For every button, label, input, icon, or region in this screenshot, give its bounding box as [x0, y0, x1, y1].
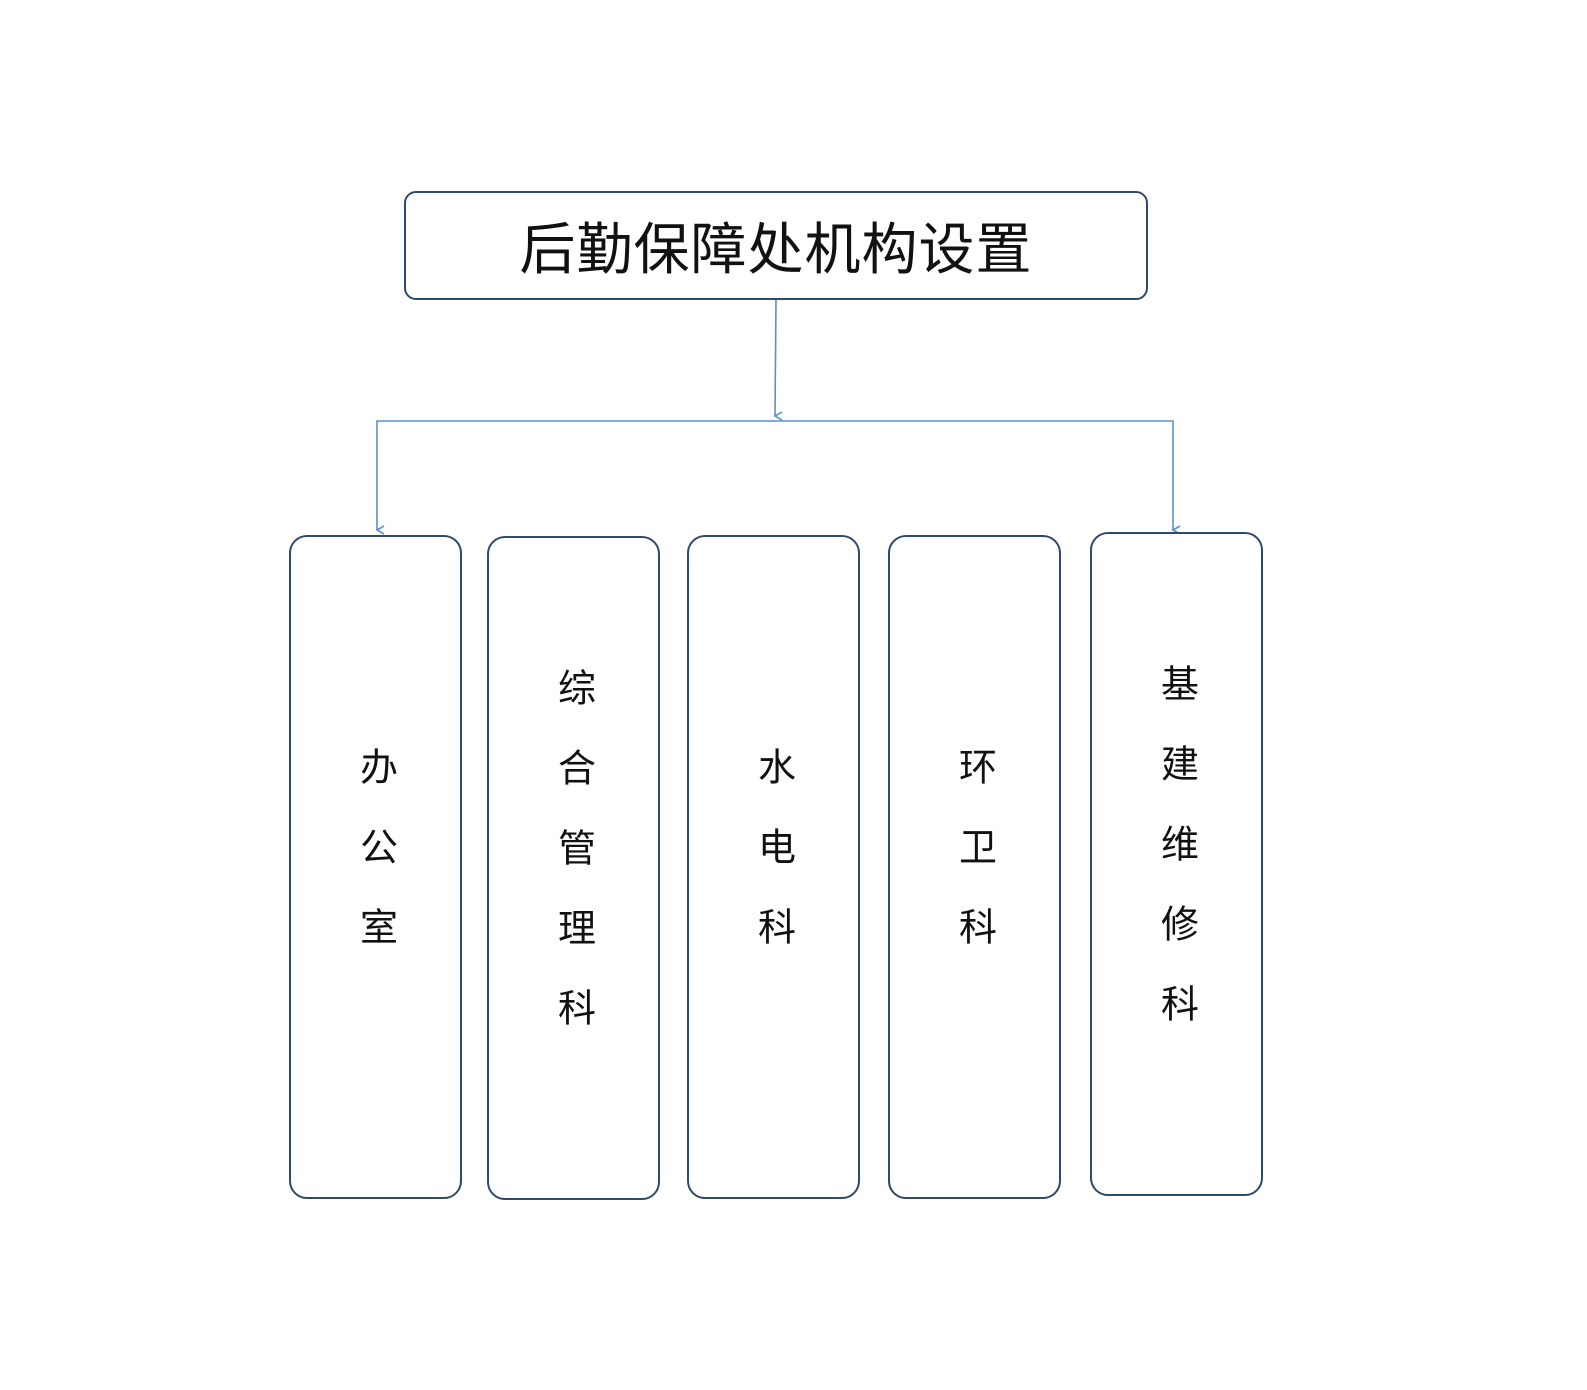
dept-label-construction-maintenance: 基建维修科	[1154, 664, 1199, 1064]
dept-box-sanitation: 环卫科	[888, 535, 1061, 1199]
dept-label-general-management: 综合管理科	[551, 668, 596, 1068]
title-box: 后勤保障处机构设置	[404, 191, 1148, 300]
dept-box-general-management: 综合管理科	[487, 536, 660, 1200]
dept-box-office: 办公室	[289, 535, 462, 1199]
dept-box-construction-maintenance: 基建维修科	[1090, 532, 1263, 1196]
dept-label-water-electricity: 水电科	[751, 747, 796, 987]
dept-label-sanitation: 环卫科	[952, 747, 997, 987]
dept-box-water-electricity: 水电科	[687, 535, 860, 1199]
left-branch-connector	[375, 420, 775, 535]
trunk-connector	[773, 299, 783, 421]
chart-title: 后勤保障处机构设置	[519, 218, 1033, 283]
right-branch-connector	[775, 420, 1181, 535]
dept-label-office: 办公室	[353, 747, 398, 987]
